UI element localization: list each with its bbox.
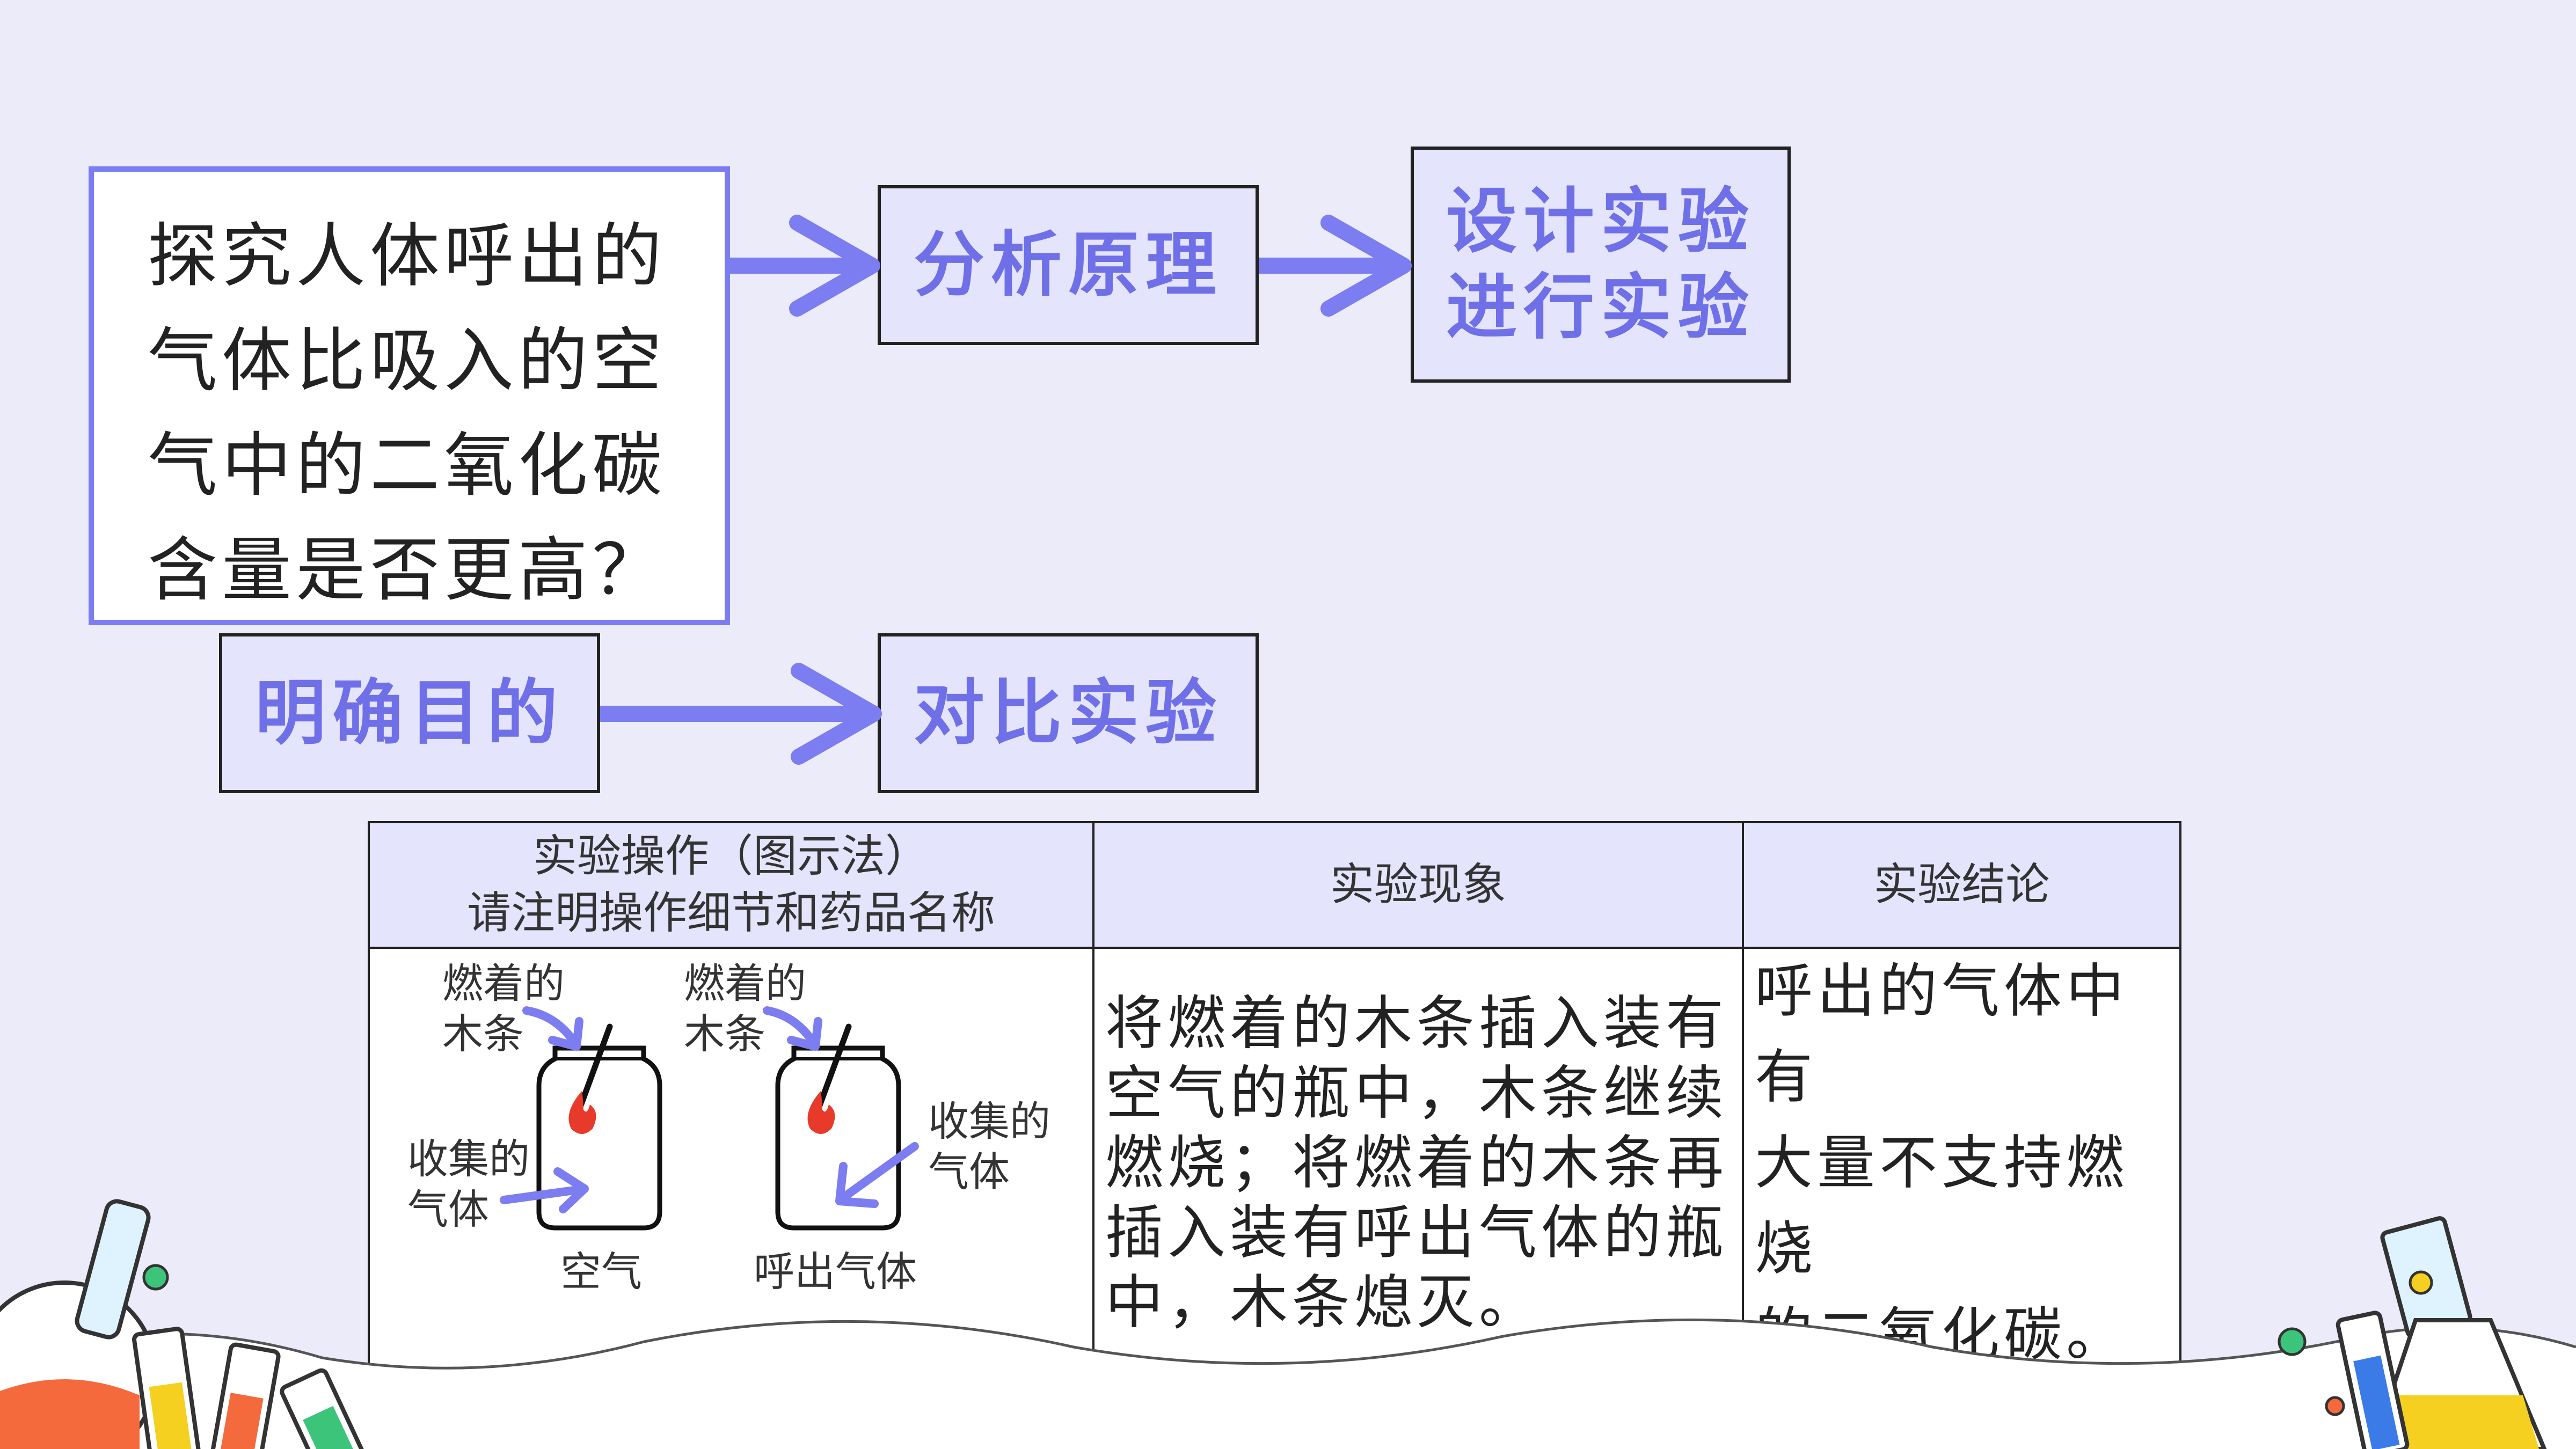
arrow-right-icon — [1259, 215, 1412, 317]
table-header-row: 实验操作（图示法） 请注明操作细节和药品名称 实验现象 实验结论 — [368, 821, 2181, 949]
label-line: 气体 — [928, 1148, 1010, 1196]
left-stick-icon — [568, 1023, 613, 1134]
topic-line: 气中的二氧化碳 — [148, 425, 667, 506]
text-line: 中，木条熄灭。 — [1105, 1269, 1542, 1336]
compare-experiment-label: 对比实验 — [914, 672, 1223, 755]
label-line: 木条 — [442, 1010, 524, 1058]
left-gas-label: 收集的 气体 — [407, 1134, 530, 1235]
label-line: 收集的 — [407, 1135, 530, 1183]
text-line: 将燃着的木条插入装有 — [1105, 990, 1728, 1057]
label-line: 燃着的 — [442, 960, 565, 1007]
exhaled-gas-jar-label: 呼出气体 — [754, 1248, 917, 1296]
topic-line: 气体比吸入的空 — [148, 320, 667, 401]
operation-header-line: 实验操作（图示法） — [532, 831, 929, 882]
operation-diagram-cell: 燃着的 木条 燃着的 木条 收集的 气体 收集的 气体 空气 呼出气体 — [368, 947, 1094, 1380]
right-gas-label: 收集的 气体 — [928, 1096, 1050, 1197]
design-experiment-label: 设计实验 — [1446, 180, 1755, 263]
text-line: 燃烧；将燃着的木条再 — [1105, 1130, 1728, 1197]
analyze-principle-label: 分析原理 — [914, 224, 1223, 306]
text-line: 呼出的气体中有 — [1755, 958, 2129, 1111]
analyze-principle-box: 分析原理 — [878, 185, 1259, 345]
arrow-right-icon — [600, 663, 882, 765]
conduct-experiment-label: 进行实验 — [1446, 266, 1755, 349]
conclusion-header: 实验结论 — [1742, 821, 2181, 949]
phenomenon-cell: 将燃着的木条插入装有 空气的瓶中，木条继续 燃烧；将燃着的木条再 插入装有呼出气… — [1092, 947, 1744, 1380]
phenomenon-header: 实验现象 — [1092, 821, 1744, 949]
air-jar-label: 空气 — [560, 1248, 642, 1296]
operation-header-line: 请注明操作细节和药品名称 — [466, 888, 995, 939]
topic-text: 探究人体呼出的 气体比吸入的空 气中的二氧化碳 含量是否更高？ — [148, 204, 684, 623]
arrow-right-icon — [727, 215, 880, 317]
jar-diagram-drawing — [500, 1006, 919, 1231]
phenomenon-text: 将燃着的木条插入装有 空气的瓶中，木条继续 燃烧；将燃着的木条再 插入装有呼出气… — [1094, 989, 1742, 1338]
label-line: 气体 — [407, 1185, 489, 1233]
right-flask-decoration — [2278, 1216, 2547, 1449]
text-line: 插入装有呼出气体的瓶 — [1105, 1199, 1728, 1267]
label-line: 收集的 — [928, 1097, 1050, 1145]
compare-experiment-box: 对比实验 — [878, 633, 1259, 793]
design-experiment-box: 设计实验 进行实验 — [1411, 147, 1791, 383]
label-line: 燃着的 — [684, 960, 806, 1007]
pointer-arrows — [500, 1006, 919, 1213]
operation-header: 实验操作（图示法） 请注明操作细节和药品名称 — [368, 821, 1094, 949]
topic-line: 探究人体呼出的 — [148, 215, 667, 297]
jar-diagram: 燃着的 木条 燃着的 木条 收集的 气体 收集的 气体 空气 呼出气体 — [370, 949, 1094, 1311]
air-jar-icon — [536, 1045, 662, 1231]
topic-box: 探究人体呼出的 气体比吸入的空 气中的二氧化碳 含量是否更高？ — [89, 166, 730, 625]
topic-line: 含量是否更高？ — [148, 529, 667, 611]
label-line: 木条 — [684, 1010, 765, 1058]
right-stick-icon — [807, 1023, 852, 1134]
text-line: 大量不支持燃烧 — [1755, 1130, 2129, 1283]
text-line: 空气的瓶中，木条继续 — [1105, 1060, 1728, 1127]
right-stick-label: 燃着的 木条 — [684, 958, 806, 1059]
left-stick-label: 燃着的 木条 — [442, 958, 565, 1059]
bottom-wave-decoration — [0, 1318, 2576, 1449]
left-flask-decoration — [0, 1199, 370, 1449]
clarify-purpose-box: 明确目的 — [219, 633, 600, 793]
clarify-purpose-label: 明确目的 — [255, 672, 564, 755]
